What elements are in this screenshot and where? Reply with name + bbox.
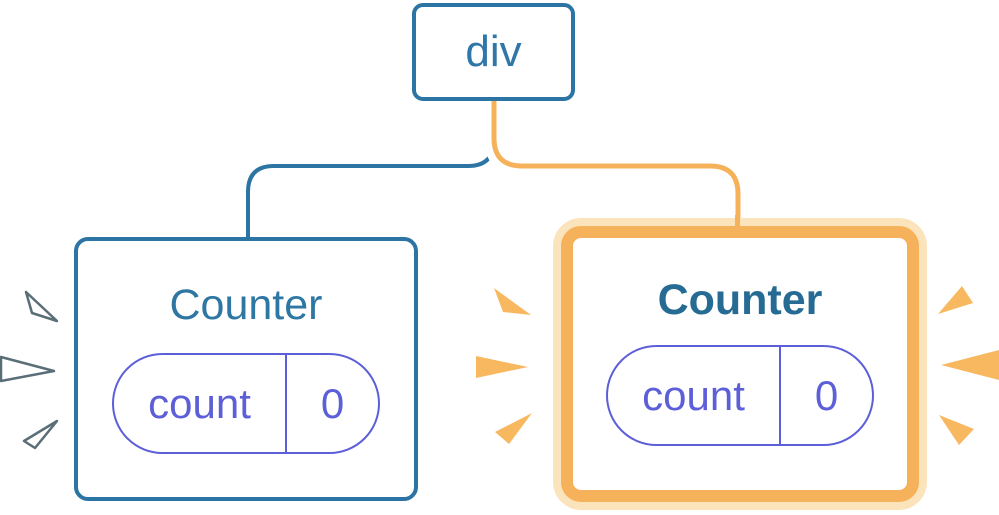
counter-component-right: Counter count 0	[561, 226, 919, 502]
component-title: Counter	[169, 281, 323, 329]
state-pill: count 0	[606, 345, 874, 446]
burst-spark-icon	[494, 288, 531, 315]
state-key: count	[148, 379, 251, 427]
burst-spark-icon	[22, 419, 59, 450]
state-value: 0	[285, 355, 378, 452]
burst-spark-icon	[0, 355, 56, 383]
tree-edge-right-casing	[484, 100, 748, 220]
tree-edge-right-junction	[735, 215, 740, 228]
state-value: 0	[779, 347, 872, 444]
component-title: Counter	[657, 276, 823, 324]
counter-component-left: Counter count 0	[74, 237, 418, 501]
burst-spark-icon	[938, 286, 973, 314]
burst-spark-icon	[941, 350, 999, 380]
tree-node-div: div	[412, 3, 575, 101]
state-pill: count 0	[112, 353, 380, 454]
burst-spark-icon	[476, 356, 528, 378]
burst-spark-icon	[24, 290, 59, 323]
burst-spark-icon	[939, 415, 974, 445]
tree-edge-left	[246, 100, 496, 240]
node-label: div	[465, 27, 522, 76]
state-key: count	[642, 371, 745, 419]
burst-spark-icon	[495, 413, 532, 444]
tree-edge-right	[491, 100, 741, 222]
